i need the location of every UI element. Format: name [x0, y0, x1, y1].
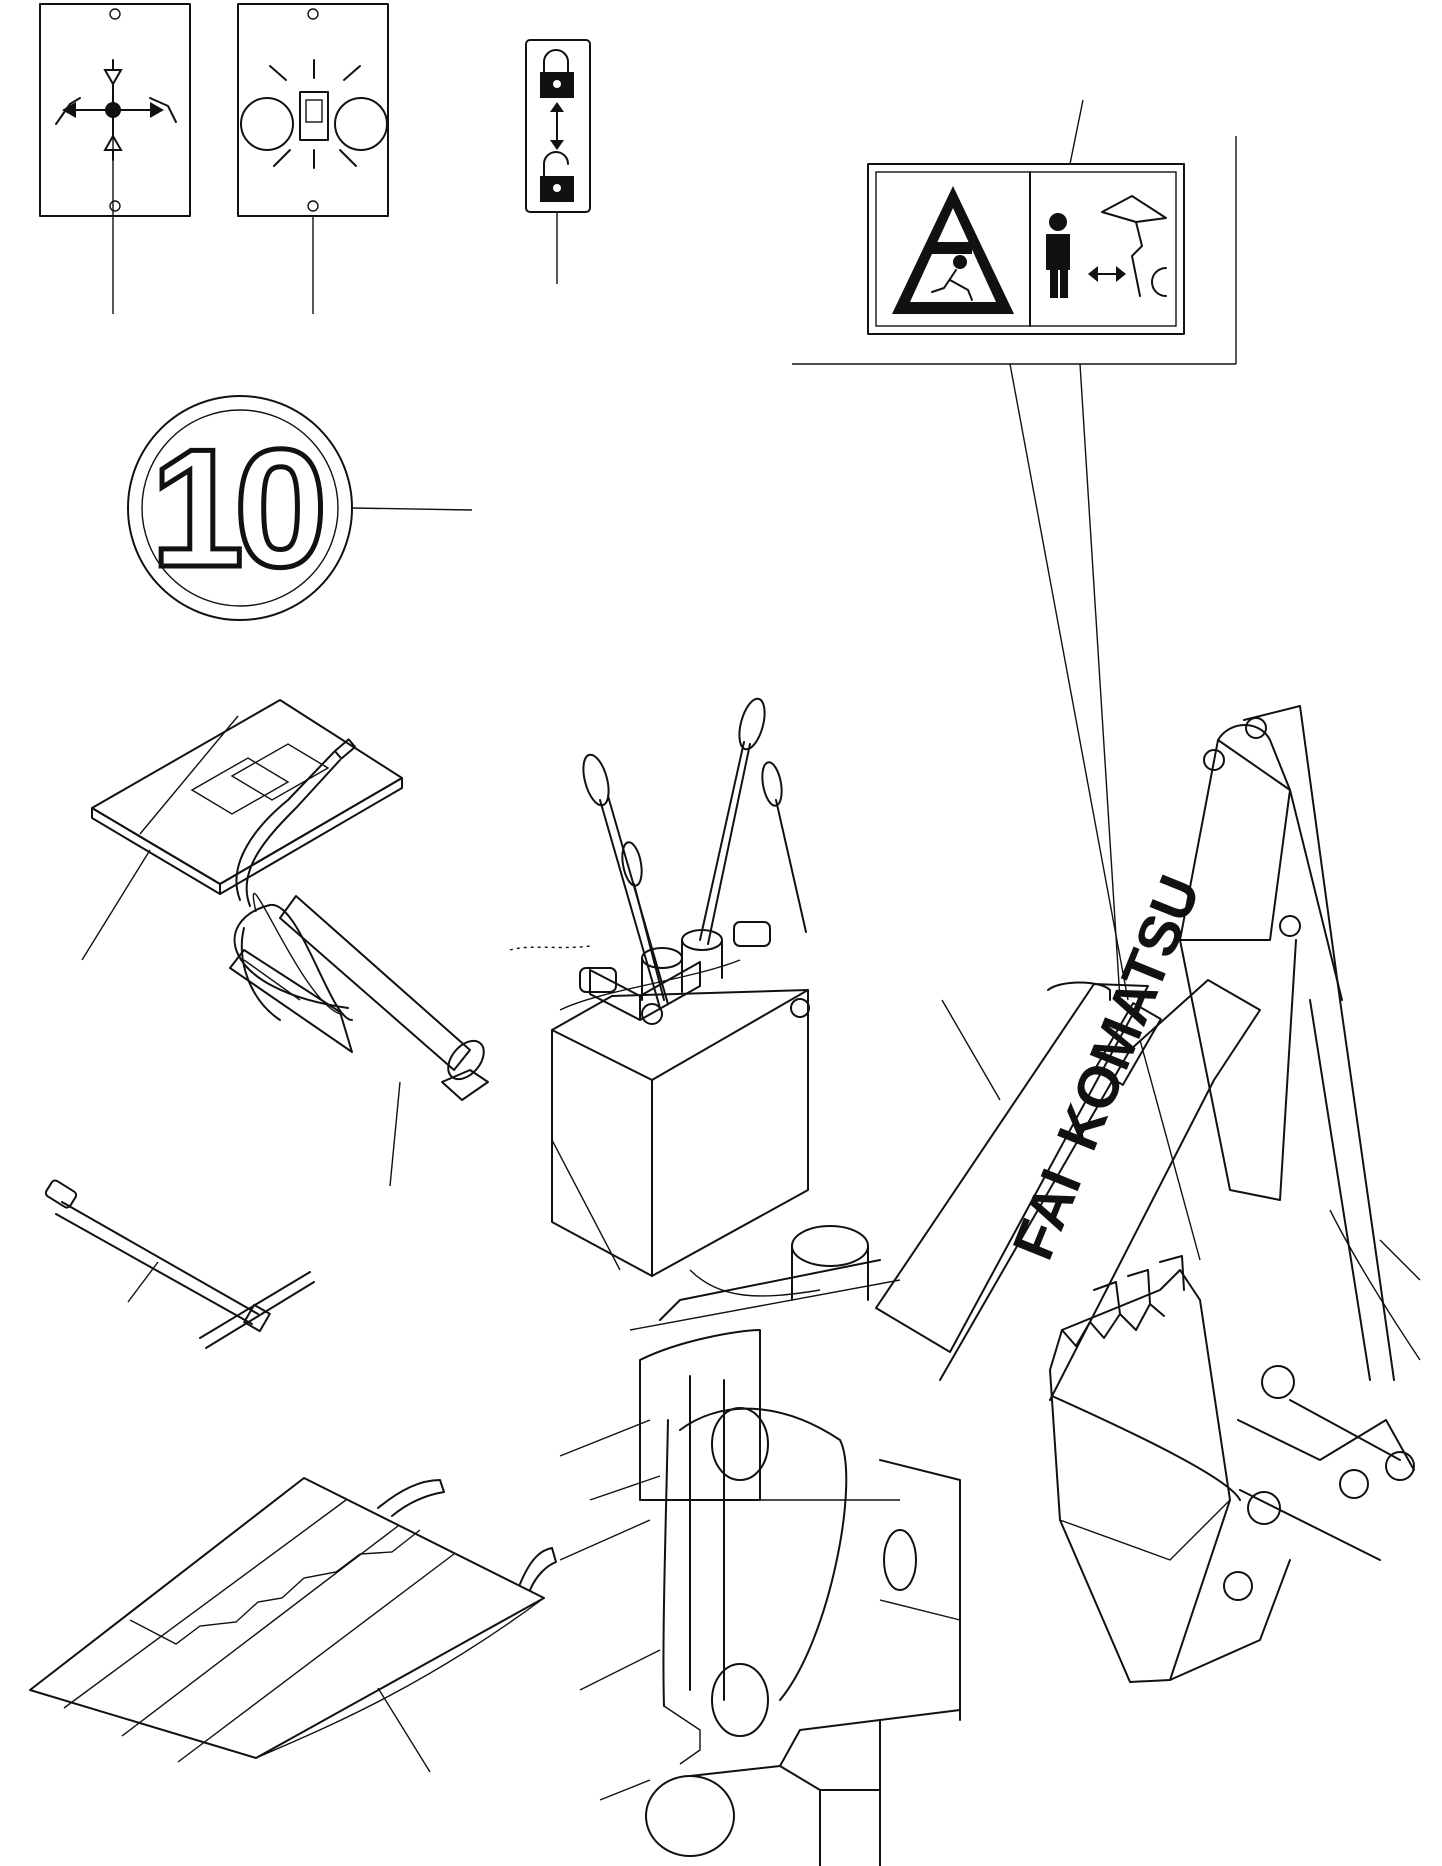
backhoe-assembly-icon: FAI KOMATSU — [509, 697, 1421, 1866]
boom-brand-text-komatsu: KOMATSU — [1045, 867, 1213, 1159]
t-wrench-icon — [44, 1179, 315, 1349]
control-pattern-decal-icon — [39, 3, 191, 314]
lock-unlock-decal-icon — [525, 39, 591, 284]
tool-bag-icon — [29, 1477, 557, 1773]
keep-distance-icon — [1046, 195, 1167, 298]
grease-gun-icon — [229, 738, 489, 1187]
warning-decal — [792, 99, 1237, 1001]
speed-limit-sign-icon: 10 — [127, 395, 473, 621]
stabilizer-control-decal-icon — [237, 3, 389, 314]
manual-book-icon — [81, 699, 403, 961]
speed-limit-number: 10 — [151, 414, 321, 602]
crush-hazard-warning-icon — [892, 186, 1014, 314]
